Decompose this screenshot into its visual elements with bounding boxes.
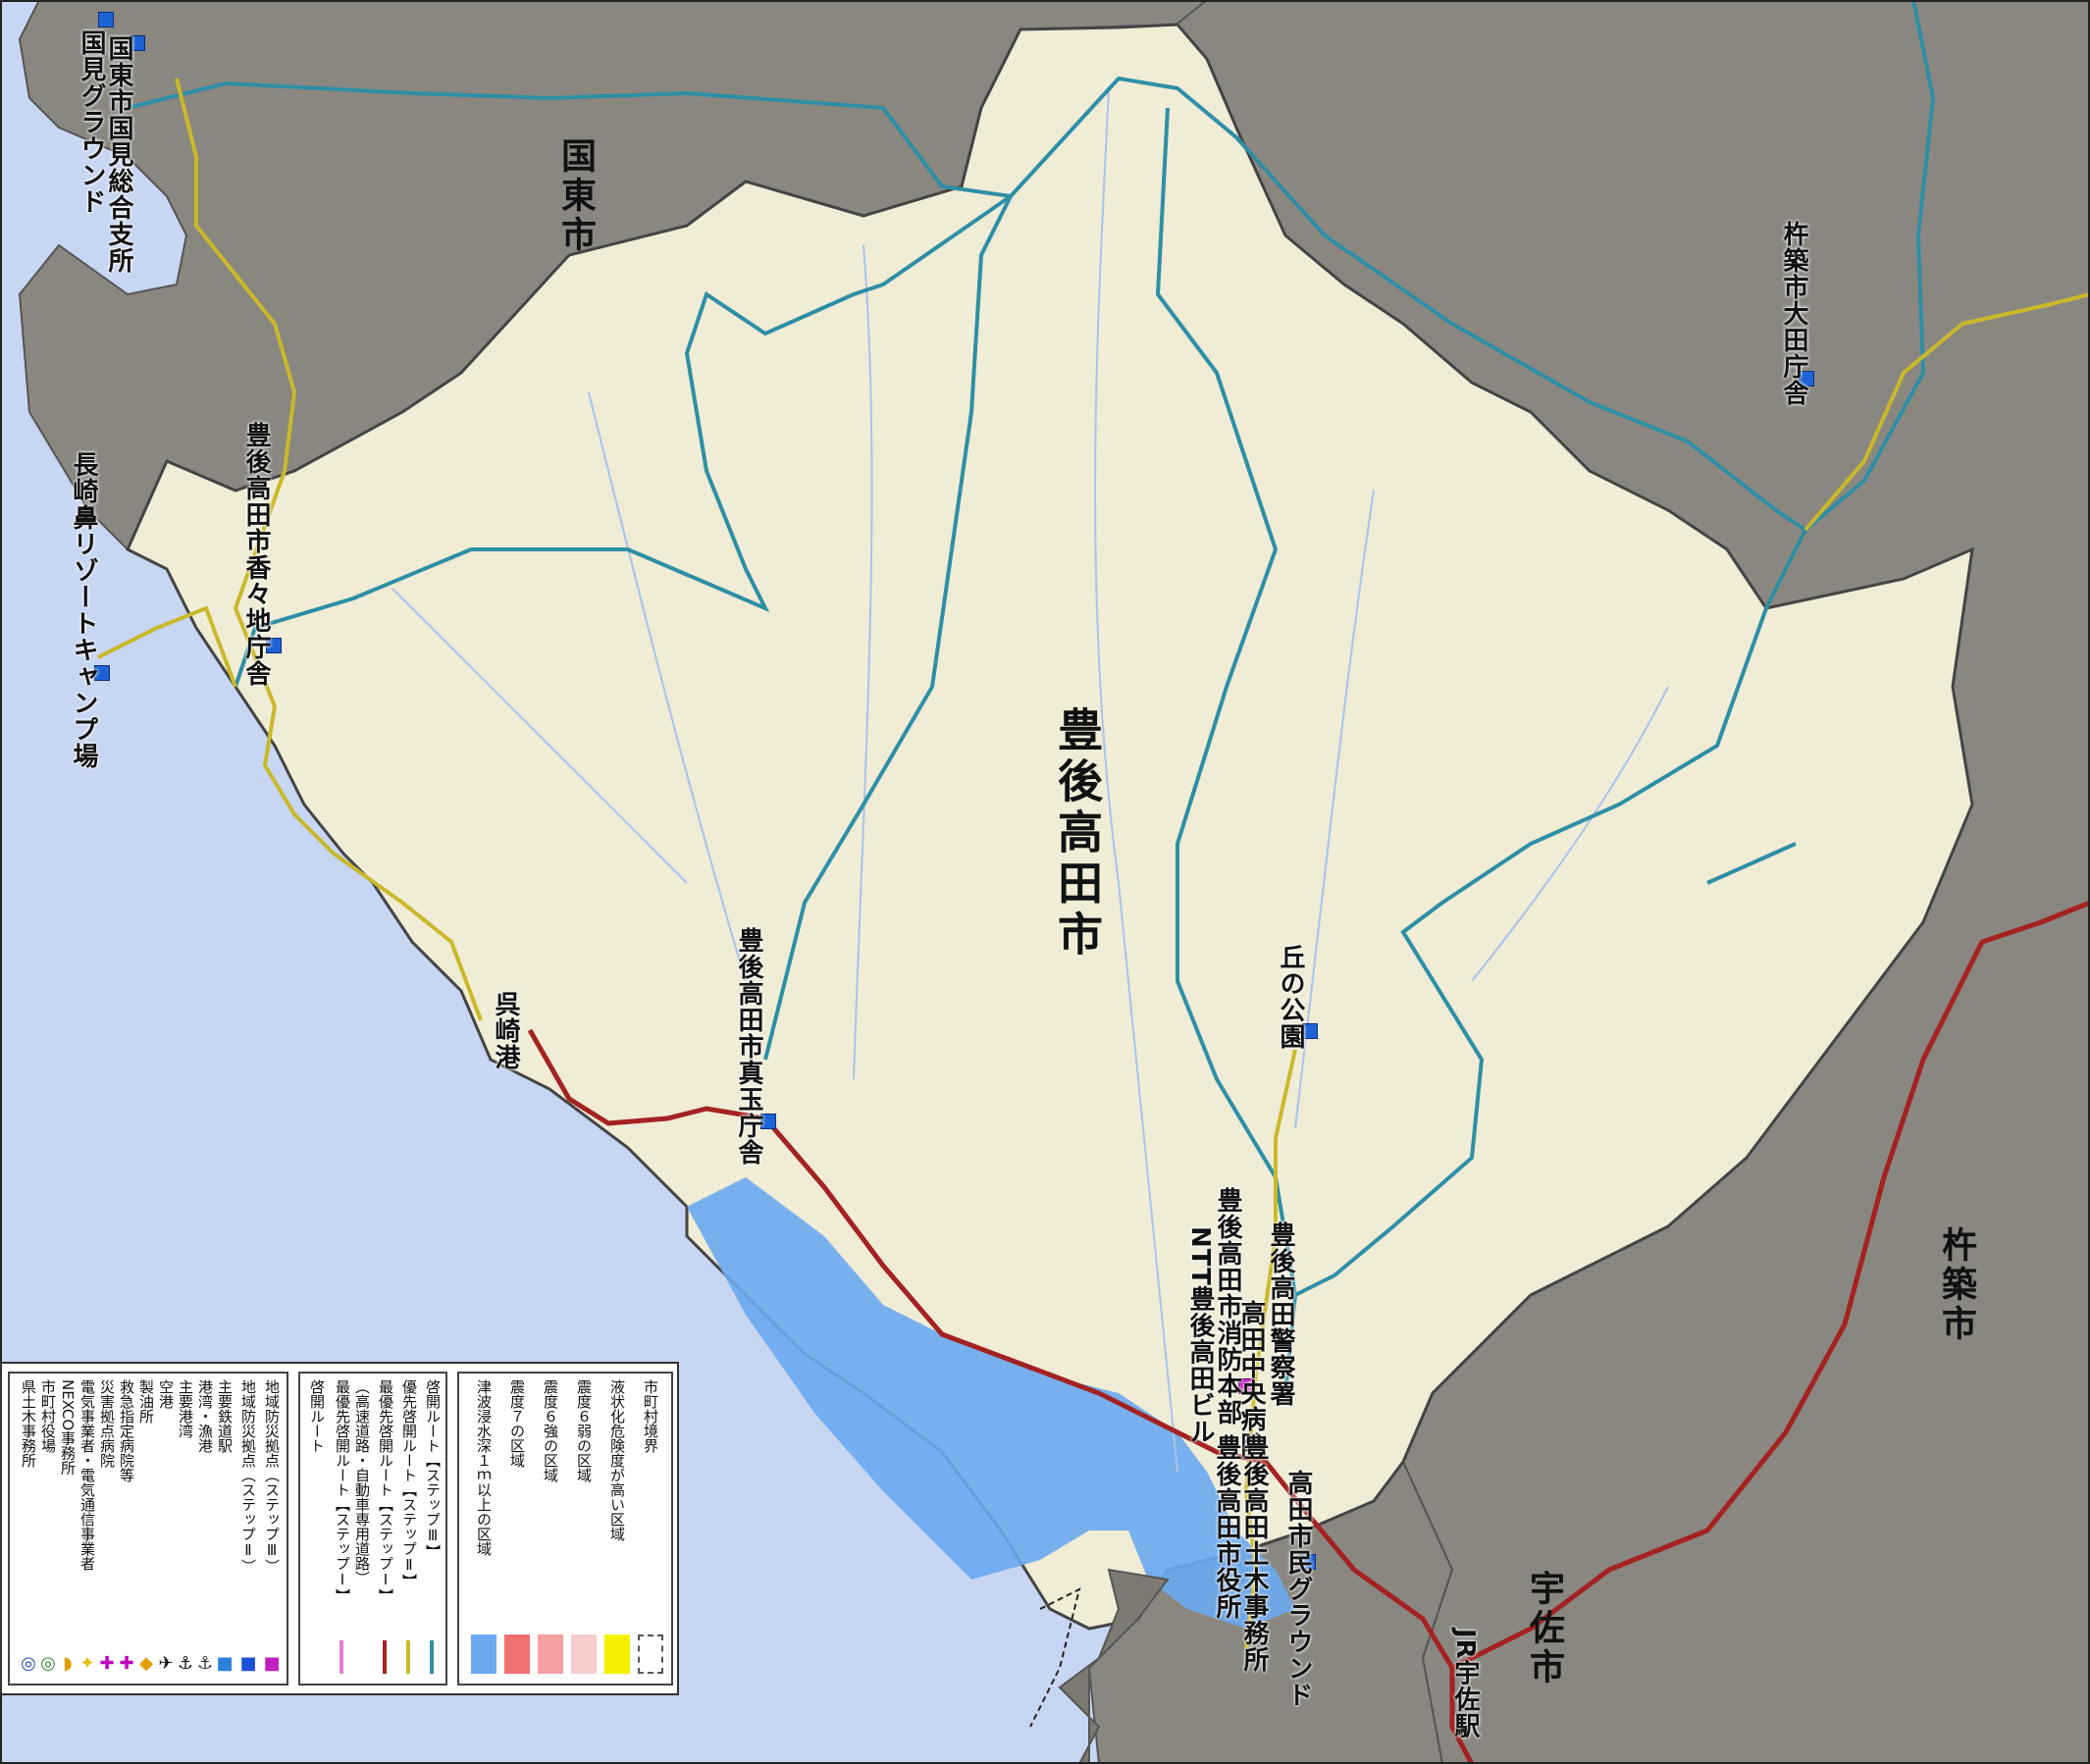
label-civic-ground: 高田市民グラウンド [1283, 1470, 1313, 1708]
marker-kunimi [98, 12, 114, 27]
marker-central-hosp [1238, 1378, 1254, 1394]
legend-facility-label: 市町村役場 [39, 1379, 57, 1453]
legend-route-title: 啓開ルート [308, 1379, 326, 1453]
label-police: 豊後高田警察署 [1266, 1221, 1295, 1407]
marker-civic-ground [1300, 1554, 1316, 1570]
legend-facility-label: 地域防災拠点（ステップⅡ） [239, 1379, 257, 1574]
marker-matama [760, 1114, 776, 1129]
legend-symbol-icon: ⚓ [196, 1653, 214, 1674]
label-kitsuki-ota: 杵築市大田庁舎 [1779, 221, 1808, 406]
route-step1 [527, 900, 2090, 1764]
legend-zone-label: 津波浸水深１ｍ以上の区域 [475, 1379, 493, 1556]
label-oka-park: 丘の公園 [1276, 944, 1305, 1050]
route-step3 [127, 0, 1936, 1394]
label-nagasakibana: 長崎鼻リゾートキャンプ場 [69, 451, 98, 769]
legend-symbol-icon: ⚓ [177, 1653, 194, 1674]
tsunami-zone [687, 1177, 1295, 1629]
legend-facility-label: 地域防災拠点（ステップⅢ） [263, 1379, 281, 1574]
legend-symbol-icon: ✚ [99, 1653, 115, 1674]
legend-facility-label: 製油所 [137, 1379, 155, 1424]
legend-route-line-3 [406, 1640, 410, 1674]
label-matama: 豊後高田市真玉庁舎 [734, 927, 763, 1166]
label-central-hosp: 高田中央病院 [1236, 1300, 1266, 1459]
label-port: 呉崎港 [491, 991, 520, 1070]
legend-route-line-4 [430, 1640, 434, 1674]
legend-zone-label: 液状化危険度が高い区域 [608, 1379, 626, 1541]
legend-symbol-icon: ◗ [63, 1653, 73, 1674]
legend-symbol-icon: ■ [239, 1653, 257, 1674]
legend-symbol-icon: ✚ [119, 1653, 134, 1674]
bungotakada-area [126, 23, 1974, 1631]
marker-kunimi-branch [130, 35, 145, 51]
legend-facility-label: 県土木事務所 [20, 1379, 37, 1468]
legend-routes: 啓開ルート 最優先啓開ルート【ステップⅠ】 （高速道路・自動車専用道路） 最優先… [298, 1372, 447, 1686]
legend-zone-swatch [504, 1634, 530, 1674]
legend-facilities: 県土木事務所 市町村役場 NEXCO事務所 電気事業者・電気通信事業者 災害拠点… [8, 1372, 288, 1686]
legend-symbol-icon: ◎ [40, 1653, 56, 1674]
legend-facility-label: 空港 [157, 1379, 175, 1409]
marker-kitsuki-ota [1799, 371, 1814, 387]
label-fire-hq: 豊後高田市消防本部 [1213, 1187, 1242, 1426]
label-kunimi-branch: 国東市国見総合支所 [104, 35, 133, 274]
legend-symbol-icon: ■ [216, 1653, 234, 1674]
legend-symbol-icon: ■ [263, 1653, 281, 1674]
label-city-office: 豊後高田市役所 [1212, 1434, 1241, 1620]
legend-zone-label: 震度６弱の区域 [575, 1379, 593, 1482]
map-legend: 県土木事務所 市町村役場 NEXCO事務所 電気事業者・電気通信事業者 災害拠点… [0, 1362, 679, 1695]
legend-route-label: 最優先啓開ルート【ステップⅠ】 [334, 1379, 351, 1603]
legend-facility-label: NEXCO事務所 [59, 1379, 77, 1476]
legend-zone-swatch [638, 1634, 663, 1674]
legend-facility-label: 救急指定病院等 [118, 1379, 135, 1482]
legend-symbol-icon: ◎ [21, 1653, 36, 1674]
label-bungotakada: 豊後高田市 [1051, 706, 1104, 961]
legend-facility-label: 電気事業者・電気通信事業者 [78, 1379, 96, 1571]
label-doboku: 豊後高田土木事務所 [1239, 1434, 1269, 1673]
legend-zone-swatch [471, 1634, 496, 1674]
legend-zone-label: 震度７の区域 [508, 1379, 526, 1468]
route-step2 [97, 78, 2090, 1649]
breakwater [1029, 1587, 1081, 1728]
legend-zone-swatch [538, 1634, 563, 1674]
legend-zone-swatch [604, 1634, 630, 1674]
legend-route-sub: （高速道路・自動車専用道路） [353, 1379, 371, 1585]
legend-symbol-icon: ✦ [79, 1653, 95, 1674]
legend-zone-label: 市町村境界 [642, 1379, 659, 1453]
marker-kakaji [266, 638, 282, 653]
legend-facility-label: 港湾・漁港 [196, 1379, 214, 1453]
legend-route-line-2 [383, 1640, 387, 1674]
legend-zones: 津波浸水深１ｍ以上の区域 震度７の区域 震度６強の区域 震度６弱の区域 液状化危… [457, 1372, 673, 1686]
label-ntt: NTT豊後高田ビル [1185, 1226, 1215, 1445]
label-jr-usa: JR宇佐駅 [1450, 1629, 1480, 1739]
label-kunimi-ground: 国見グラウンド [77, 29, 106, 215]
legend-route-label: 啓開ルート【ステップⅢ】 [424, 1379, 442, 1559]
legend-zone-swatch [571, 1634, 597, 1674]
legend-route-label: 最優先啓開ルート【ステップⅠ】 [377, 1379, 394, 1603]
legend-facility-label: 災害拠点病院 [98, 1379, 116, 1468]
label-kunisaki: 国東市 [555, 137, 596, 255]
legend-facility-label: 主要港湾 [177, 1379, 194, 1438]
label-usa: 宇佐市 [1524, 1570, 1564, 1687]
marker-oka-park [1302, 1023, 1318, 1039]
legend-zone-label: 震度６強の区域 [542, 1379, 559, 1482]
usa-coast [1058, 1568, 1170, 1764]
legend-route-label: 優先啓開ルート【ステップⅡ】 [400, 1379, 418, 1588]
legend-route-line-1 [340, 1640, 343, 1674]
legend-symbol-icon: ◆ [139, 1653, 153, 1674]
legend-facility-label: 主要鉄道駅 [216, 1379, 234, 1453]
label-kitsuki: 杵築市 [1936, 1226, 1976, 1344]
label-kakaji: 豊後高田市香々地庁舎 [241, 422, 271, 687]
marker-nagasakibana [94, 665, 110, 681]
legend-symbol-icon: ✈ [158, 1653, 174, 1674]
